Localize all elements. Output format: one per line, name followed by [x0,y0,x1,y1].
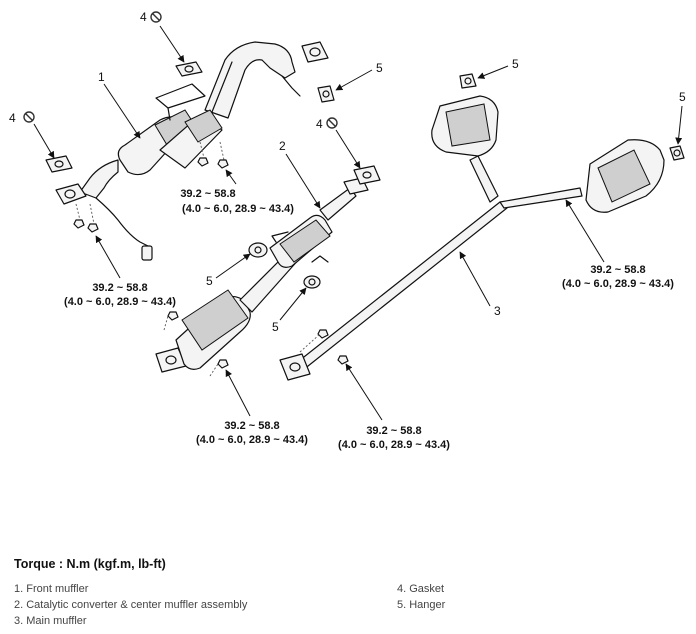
legend-item-front-muffler: 1. Front muffler [14,583,89,595]
legend-item-main-muffler: 3. Main muffler [14,615,87,627]
svg-text:39.2 ~ 58.8: 39.2 ~ 58.8 [366,425,421,437]
callout-gasket: 4 [9,111,16,125]
hanger-cat-2 [303,255,329,289]
callout-hanger: 5 [206,274,213,288]
svg-text:(4.0 ~ 6.0, 28.9 ~ 43.4): (4.0 ~ 6.0, 28.9 ~ 43.4) [338,439,450,451]
gasket-front-left [45,155,73,173]
hanger-cat-1 [248,242,268,258]
callout-front-muffler: 1 [98,70,105,84]
svg-text:(4.0 ~ 6.0, 28.9 ~ 43.4): (4.0 ~ 6.0, 28.9 ~ 43.4) [562,278,674,290]
torque-label-front-lower: 39.2 ~ 58.8 (4.0 ~ 6.0, 28.9 ~ 43.4) [64,235,176,308]
svg-text:(4.0 ~ 6.0, 28.9 ~ 43.4): (4.0 ~ 6.0, 28.9 ~ 43.4) [64,296,176,308]
nut [197,157,209,167]
callout-hanger: 5 [272,320,279,334]
nut [317,329,329,339]
not-reusable-icon [23,111,35,123]
hanger-main-right [669,145,685,161]
callout-hanger: 5 [376,61,383,75]
gasket-front-right [301,41,329,63]
legend-item-cat-converter: 2. Catalytic converter & center muffler … [14,599,248,611]
svg-text:(4.0 ~ 6.0, 28.9 ~ 43.4): (4.0 ~ 6.0, 28.9 ~ 43.4) [196,434,308,446]
hanger-upper [317,85,335,103]
catalytic-converter-assembly [155,177,369,377]
legend-item-gasket: 4. Gasket [397,583,445,595]
not-reusable-icon [150,11,162,23]
svg-text:39.2 ~ 58.8: 39.2 ~ 58.8 [224,420,279,432]
legend-item-hanger: 5. Hanger [397,599,446,611]
nut [87,223,99,233]
callout-main-muffler: 3 [494,304,501,318]
legend-title: Torque : N.m (kgf.m, lb-ft) [14,557,166,571]
callout-cat-converter: 2 [279,139,286,153]
hanger-main-left [459,73,477,89]
svg-text:39.2 ~ 58.8: 39.2 ~ 58.8 [590,264,645,276]
callout-gasket: 4 [140,10,147,24]
torque-label-main-inlet: 39.2 ~ 58.8 (4.0 ~ 6.0, 28.9 ~ 43.4) [338,363,450,451]
nut [167,311,179,321]
svg-text:39.2 ~ 58.8: 39.2 ~ 58.8 [92,282,147,294]
callout-gasket: 4 [316,117,323,131]
nut [337,355,349,365]
gasket-front-upper [175,61,203,77]
main-muffler [279,95,665,381]
nut [73,219,85,229]
callout-hanger: 5 [512,57,519,71]
torque-label-front-upper: 39.2 ~ 58.8 (4.0 ~ 6.0, 28.9 ~ 43.4) [180,169,294,215]
nut [217,159,229,169]
nut [217,359,229,369]
front-muffler [45,41,329,261]
svg-text:(4.0 ~ 6.0, 28.9 ~ 43.4): (4.0 ~ 6.0, 28.9 ~ 43.4) [182,203,294,215]
svg-text:39.2 ~ 58.8: 39.2 ~ 58.8 [180,188,235,200]
callout-hanger: 5 [679,90,686,104]
exhaust-system-diagram: 1 4 4 4 5 2 5 5 5 5 3 39.2 ~ 58.8 (4.0 ~… [9,10,686,451]
gasket-cat-upper [353,165,381,185]
torque-label-cat: 39.2 ~ 58.8 (4.0 ~ 6.0, 28.9 ~ 43.4) [196,369,308,446]
not-reusable-icon [326,117,338,129]
torque-label-main-right: 39.2 ~ 58.8 (4.0 ~ 6.0, 28.9 ~ 43.4) [562,199,674,290]
